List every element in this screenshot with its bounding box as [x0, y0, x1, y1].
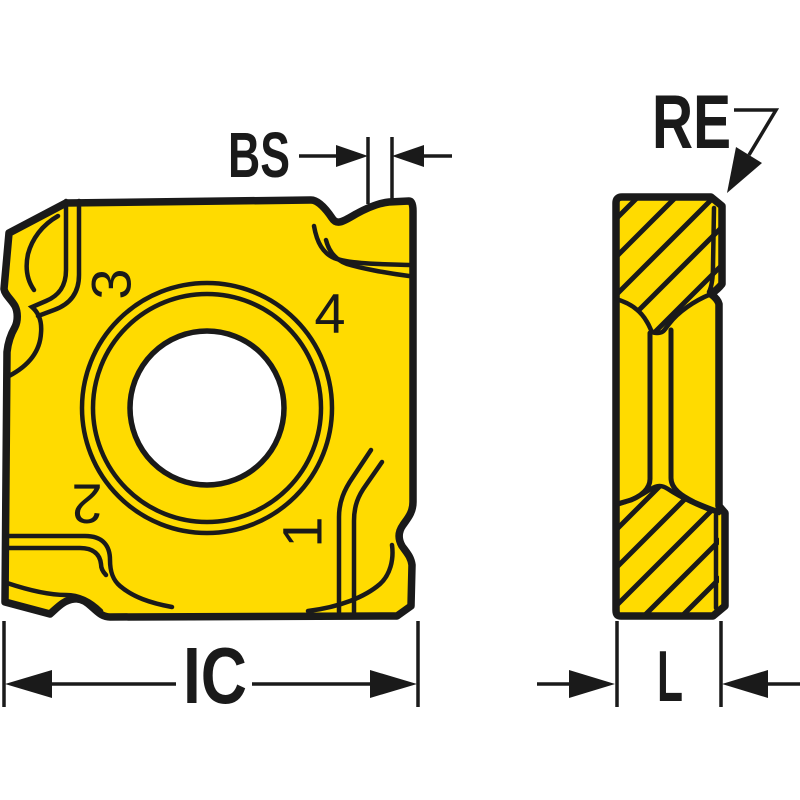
center-hole [127, 328, 287, 488]
chipbreaker-ring-outer [79, 280, 335, 536]
side-band-left [614, 330, 653, 507]
bs-label: BS [228, 119, 290, 191]
re-label: RE [652, 80, 731, 165]
dimension-bs: BS [228, 119, 452, 204]
corner-contour-br [305, 447, 395, 615]
corner-contour-bl [4, 533, 175, 614]
face-number-3: 3 [80, 268, 143, 299]
chipbreaker-ring-inner [90, 291, 324, 525]
side-facet-top [706, 205, 717, 295]
face-number-1: 1 [271, 516, 334, 547]
hatch-bottom [616, 486, 719, 616]
dimension-l: L [537, 621, 800, 717]
l-label: L [657, 637, 683, 717]
corner-contour-tr [311, 223, 412, 279]
corner-contour-tl [6, 198, 82, 379]
face-number-4: 4 [314, 282, 345, 345]
side-band-right [668, 327, 722, 515]
hatch-top-boundary [613, 291, 714, 336]
side-view [612, 193, 729, 620]
dimension-ic: IC [2, 621, 420, 720]
annotation-re: RE [652, 80, 780, 193]
ic-label: IC [183, 631, 247, 720]
front-view: 3 4 2 1 [0, 196, 417, 621]
face-number-2: 2 [71, 473, 102, 536]
